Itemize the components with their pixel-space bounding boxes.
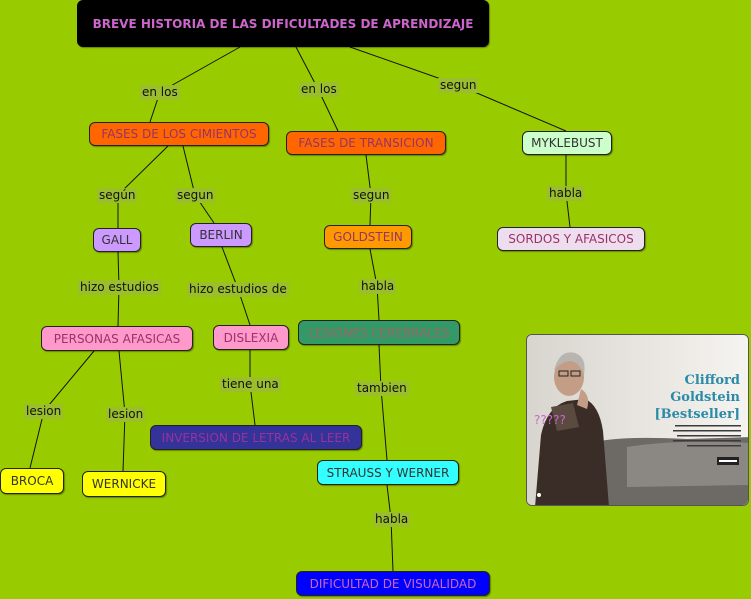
node-broca[interactable]: BROCA — [0, 468, 64, 494]
book-cover-image[interactable]: Clifford Goldstein [Bestseller] ????? — [526, 334, 749, 506]
link-label-segun-goldstein: segun — [351, 188, 392, 203]
link-label-segun-myklebust: segun — [438, 78, 479, 93]
node-sordos-afasicos-label: SORDOS Y AFASICOS — [508, 232, 634, 246]
node-gall[interactable]: GALL — [93, 228, 141, 252]
node-gall-label: GALL — [101, 233, 133, 247]
link-label-habla-strauss: habla — [373, 512, 411, 527]
link-label-segun-berlin: segun — [175, 188, 216, 203]
link-label-tiene-una: tiene una — [220, 377, 281, 392]
link-label-hizo-estudios: hizo estudios — [78, 280, 161, 295]
node-lesiones-cerebrales-label: LESIONES CEREBRALES — [308, 325, 450, 340]
node-dislexia-label: DISLEXIA — [223, 330, 279, 345]
link-label-lesion-wernicke: lesion — [106, 407, 146, 422]
link-label-habla-myklebust: habla — [547, 186, 585, 201]
map-title-text: BREVE HISTORIA DE LAS DIFICULTADES DE AP… — [92, 16, 474, 31]
node-personas-afasicas[interactable]: PERSONAS AFASICAS — [41, 326, 193, 351]
book-author-first: Clifford — [684, 373, 740, 388]
node-myklebust[interactable]: MYKLEBUST — [522, 131, 612, 155]
link-label-segun-gall: según — [97, 188, 138, 203]
link-label-tambien: tambien — [355, 381, 409, 396]
node-fases-cimientos[interactable]: FASES DE LOS CIMIENTOS — [89, 122, 269, 146]
link-label-hizo-estudios-de: hizo estudios de — [187, 282, 289, 297]
node-dificultad-visualidad[interactable]: DIFICULTAD DE VISUALIDAD — [296, 571, 490, 596]
book-tag: [Bestseller] — [654, 407, 740, 422]
node-myklebust-label: MYKLEBUST — [531, 136, 603, 150]
node-berlin-label: BERLIN — [199, 228, 243, 242]
book-cover-art — [527, 335, 748, 505]
map-title[interactable]: BREVE HISTORIA DE LAS DIFICULTADES DE AP… — [77, 0, 489, 47]
node-personas-afasicas-label: PERSONAS AFASICAS — [53, 331, 181, 346]
book-author-last: Goldstein — [670, 390, 740, 405]
node-wernicke[interactable]: WERNICKE — [82, 471, 166, 497]
node-wernicke-label: WERNICKE — [91, 477, 157, 491]
node-dislexia[interactable]: DISLEXIA — [213, 325, 289, 350]
node-berlin[interactable]: BERLIN — [190, 223, 252, 247]
node-broca-label: BROCA — [10, 474, 54, 488]
node-goldstein-label: GOLDSTEIN — [333, 230, 403, 244]
link-label-habla-goldstein: habla — [359, 279, 397, 294]
node-fases-transicion-label: FASES DE TRANSICION — [298, 136, 434, 150]
photo-overlay-text: ????? — [534, 413, 566, 427]
link-label-lesion-broca: lesion — [24, 404, 64, 419]
node-sordos-afasicos[interactable]: SORDOS Y AFASICOS — [497, 227, 645, 251]
link-label-en-los-2: en los — [299, 82, 339, 97]
link-label-en-los-1: en los — [140, 85, 180, 100]
node-inversion-letras-label: INVERSION DE LETRAS AL LEER — [161, 430, 351, 445]
node-goldstein[interactable]: GOLDSTEIN — [324, 225, 412, 249]
node-strauss-werner[interactable]: STRAUSS Y WERNER — [317, 460, 459, 485]
node-fases-cimientos-label: FASES DE LOS CIMIENTOS — [101, 127, 257, 141]
node-inversion-letras[interactable]: INVERSION DE LETRAS AL LEER — [150, 425, 362, 450]
node-lesiones-cerebrales[interactable]: LESIONES CEREBRALES — [298, 320, 460, 345]
node-strauss-werner-label: STRAUSS Y WERNER — [326, 465, 450, 480]
node-fases-transicion[interactable]: FASES DE TRANSICION — [286, 131, 446, 155]
node-dificultad-visualidad-label: DIFICULTAD DE VISUALIDAD — [309, 576, 477, 591]
